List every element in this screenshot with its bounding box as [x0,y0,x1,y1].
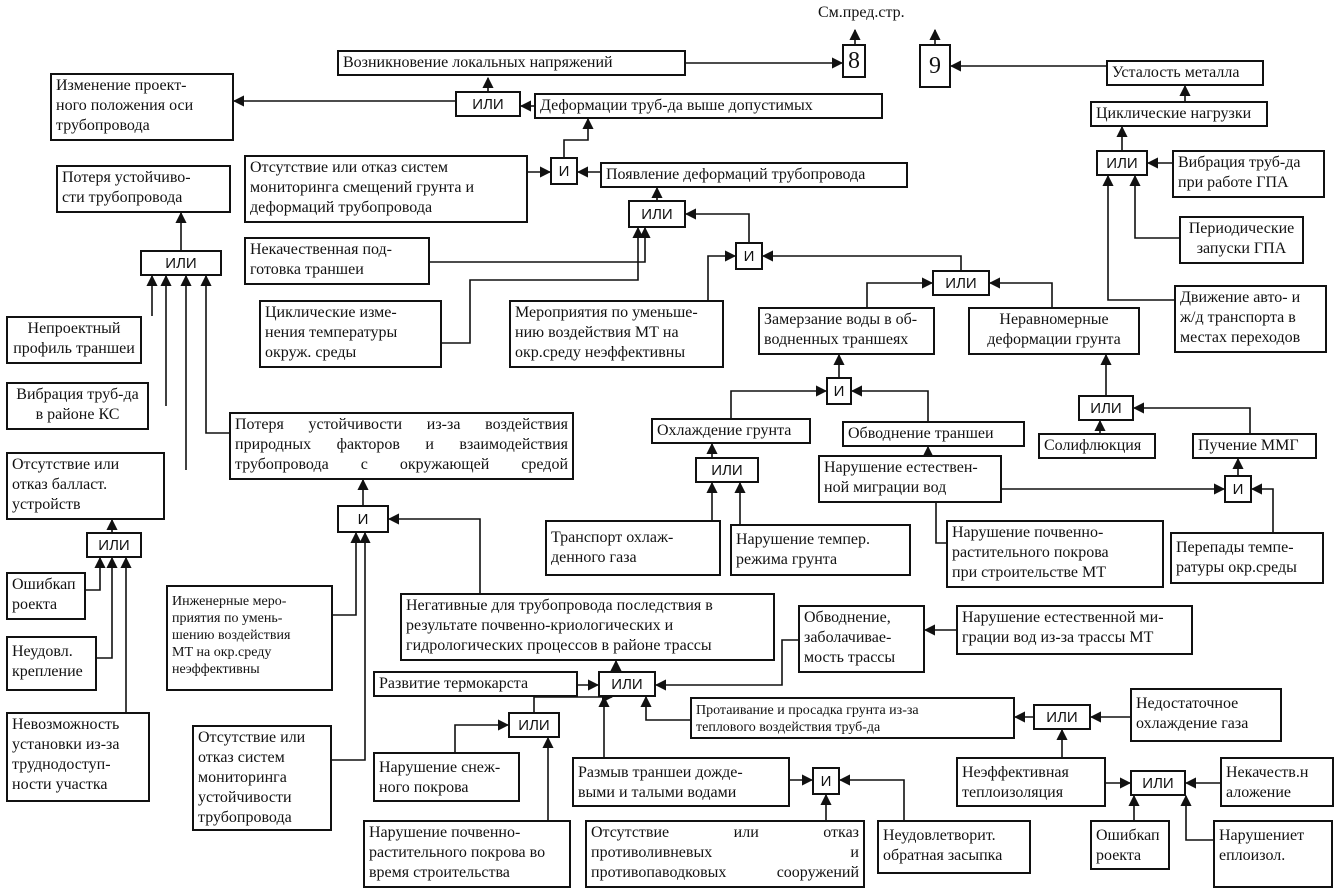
node-insulation-damage: Нарушениет еплоизол. [1213,820,1333,888]
node-erosion: Размыв траншеи дожде- выми и талыми вода… [572,757,790,807]
node-design-error-1: Ошибкап роекта [6,572,86,620]
and-gate-erosion: И [812,767,840,795]
node-eng-measures: Инженерные меро- приятия по умень- шению… [166,585,333,691]
node-cooled-gas: Транспорт охлаж- денного газа [545,520,721,576]
connector-arrow [935,483,1226,544]
connector-arrow [730,385,828,418]
connector-arrow [707,250,737,300]
connector-arrow [654,639,798,691]
node-trench-flooding: Обводнение траншеи [842,421,1025,447]
and-gate-heaving: И [1224,475,1252,503]
node-freezing-water: Замерзание воды в об- водненных траншеях [758,307,935,355]
connector-arrow [454,719,510,752]
connector-arrow [761,250,962,270]
node-no-monitoring-stab: Отсутствие или отказ систем мониторинга … [192,725,332,831]
node-impossible-install: Невозможность установки из-за труднодост… [6,712,150,802]
connector-arrow [1132,402,1251,433]
connector-arrow [640,695,690,721]
connector-arrow [86,556,106,591]
node-thermokarst: Развитие термокарста [373,671,578,697]
connector-arrow [333,531,362,616]
node-thawing: Протаивание и просадка грунта из-за тепл… [690,697,1015,739]
node-loss-nature: Потеря устойчивости из-за воздействия пр… [229,412,574,480]
node-appear-deform: Появление деформаций трубопровода [600,162,908,188]
ref-box-8: 8 [842,44,866,78]
or-gate-deform: ИЛИ [455,91,521,117]
or-gate-cooling: ИЛИ [695,457,759,483]
node-soil-cover-build: Нарушение почвенно- растительного покров… [363,820,571,888]
connector-arrow [332,531,371,761]
connector-arrow [97,556,118,659]
node-local-stress: Возникновение локальных напряжений [337,50,686,76]
connector-arrow [563,117,594,157]
node-bad-application: Некачеств.н аложение [1220,757,1334,807]
node-no-flood-protection: Отсутствие или отказ противоливневых и п… [585,820,865,888]
or-gate-thermokarst: ИЛИ [508,712,560,738]
node-bad-trench-prep: Некачественная под- готовка траншеи [244,237,430,285]
or-gate-soil-deform: ИЛИ [1078,395,1134,421]
or-gate-cyclic-loads: ИЛИ [1096,150,1148,176]
connector-arrow [838,774,905,820]
node-soil-cooling: Охлаждение грунта [651,418,811,444]
connector-arrow [430,226,651,263]
and-gate-freezing: И [826,377,852,405]
node-insufficient-cooling: Недостаточное охлаждение газа [1130,688,1282,742]
connector-arrow [988,277,1053,307]
node-loss-stability: Потеря устойчиво- сти трубопровода [56,165,231,213]
or-gate-ballast: ИЛИ [86,532,142,558]
connector-arrow [1180,794,1220,841]
node-vibration-gpa: Вибрация труб-да при работе ГПА [1172,150,1325,198]
node-negative-effects: Негативные для трубопровода последствия … [400,593,775,661]
and-gate-monitoring: И [550,157,578,185]
node-deform-above: Деформации труб-да выше допустимых [534,93,883,119]
or-gate-insulation: ИЛИ [1130,770,1186,796]
node-cyclic-loads: Циклические нагрузки [1090,101,1268,127]
node-bad-insulation: Неэффективная теплоизоляция [956,757,1106,807]
node-axis-change: Изменение проект- ного положения оси тру… [50,73,234,141]
node-heaving: Пучение ММГ [1192,433,1317,459]
node-uneven-soil-deform: Неравномерные деформации грунта [968,307,1140,355]
connector-arrow [1102,174,1174,301]
node-bad-fastening: Неудовл. крепление [6,636,97,691]
node-temp-regime: Нарушение темпер. режима грунта [730,524,911,576]
node-non-design-profile: Непроектный профиль траншеи [6,316,142,364]
connector-arrow [200,274,229,434]
node-bad-backfill: Неудовлетворит. обратная засыпка [877,820,1031,874]
node-flooding-route: Обводнение, заболачивае- мость трассы [798,605,925,673]
node-snow-cover: Нарушение снеж- ного покрова [373,752,520,802]
node-soil-cover-constr: Нарушение почвенно- растительного покров… [946,520,1164,588]
and-gate-eco: И [735,242,763,270]
connector-arrow [684,208,750,242]
or-gate-appear-deform: ИЛИ [628,200,686,228]
or-gate-thawing: ИЛИ [1033,704,1091,730]
node-metal-fatigue: Усталость металла [1106,60,1264,86]
and-gate-nature: И [337,505,389,533]
connector-arrow [533,691,614,712]
ref-box-9: 9 [919,44,951,88]
node-no-monitoring-soil: Отсутствие или отказ систем мониторинга … [244,155,528,223]
or-gate-stability: ИЛИ [140,250,222,276]
node-no-ballast: Отсутствие или отказ балласт. устройств [6,452,165,520]
node-vibration-ks: Вибрация труб-да в районе КС [6,382,149,430]
connector-arrow [442,226,644,344]
node-temp-diff: Перепады темпе- ратуры окр.среды [1170,532,1324,584]
or-gate-negative: ИЛИ [598,671,656,697]
node-cyclic-temp: Циклические изме- нения температуры окру… [259,300,442,368]
node-design-error-2: Ошибкап роекта [1090,820,1170,870]
connector-arrow [850,385,929,421]
or-gate-freeze-uneven: ИЛИ [932,270,990,296]
node-periodic-gpa: Периодические запуски ГПА [1179,216,1304,264]
node-migration-route: Нарушение естественной ми- грации вод из… [956,605,1193,655]
connector-arrow [1250,483,1274,532]
connector-arrow [1129,174,1179,239]
node-traffic: Движение авто- и ж/д транспорта в местах… [1174,285,1327,353]
see-previous-page-label: См.пред.стр. [818,4,905,21]
node-natural-migration: Нарушение естествен- ной миграции вод [818,455,1002,503]
node-eco-ineffective: Мероприятия по уменьше- нию воздействия … [509,300,724,368]
node-solifluction: Солифлюкция [1038,433,1156,459]
connector-arrow [387,513,481,593]
connector-arrow [866,277,934,307]
